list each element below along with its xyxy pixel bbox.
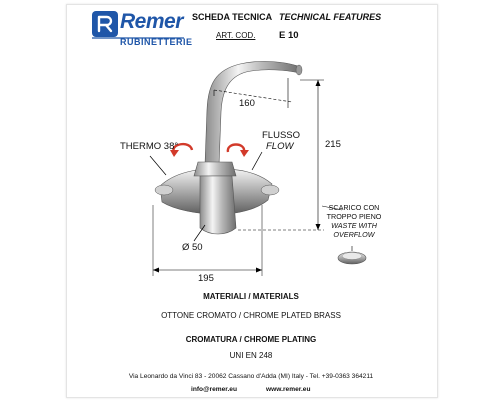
waste-label: SCARICO CON TROPPO PIENO WASTE WITH OVER… bbox=[322, 203, 386, 239]
dimension-label-base: Ø 50 bbox=[182, 242, 203, 253]
company-logo-subtitle: RUBINETTERIE bbox=[120, 37, 193, 47]
base-leader-line bbox=[193, 224, 206, 242]
faucet-body bbox=[154, 161, 280, 235]
plating-value: UNI EN 248 bbox=[229, 351, 273, 360]
flow-leader-line bbox=[251, 151, 263, 171]
thermo-leader-line bbox=[149, 155, 167, 176]
company-logo: Remer bbox=[120, 10, 183, 33]
waste-label-line-2: TROPPO PIENO bbox=[326, 212, 382, 221]
article-code-value: E 10 bbox=[279, 30, 299, 41]
article-code-label: ART. COD. bbox=[216, 31, 256, 40]
materials-value: OTTONE CROMATO / CHROME PLATED BRASS bbox=[161, 311, 341, 320]
title-italian: SCHEDA TECNICA bbox=[192, 12, 273, 22]
company-address: Via Leonardo da Vinci 83 - 20062 Cassano… bbox=[128, 373, 374, 380]
plating-title: CROMATURA / CHROME PLATING bbox=[185, 335, 317, 344]
thermo-label: THERMO 38° bbox=[120, 141, 179, 152]
materials-title: MATERIALI / MATERIALS bbox=[203, 292, 299, 301]
waste-label-line-1: SCARICO CON bbox=[328, 203, 380, 212]
flow-label-english: FLOW bbox=[266, 141, 294, 152]
flow-label-italian: FLUSSO bbox=[262, 130, 301, 141]
thermo-rotation-arrow-icon bbox=[170, 142, 194, 157]
waste-label-line-3: WASTE WITH bbox=[331, 221, 377, 230]
waste-label-line-4: OVERFLOW bbox=[333, 230, 375, 239]
faucet-spout bbox=[204, 61, 303, 166]
dimension-line-215 bbox=[238, 79, 324, 231]
dimension-label-height: 215 bbox=[325, 139, 341, 150]
dimension-label-width: 195 bbox=[198, 273, 214, 284]
title-english: TECHNICAL FEATURES bbox=[279, 12, 382, 22]
company-website: www.remer.eu bbox=[266, 386, 311, 393]
dimension-label-spout: 160 bbox=[239, 98, 255, 109]
dimension-line-160 bbox=[213, 78, 293, 108]
logo-emblem-icon bbox=[92, 11, 118, 37]
dimension-line-195 bbox=[152, 205, 263, 276]
company-email: info@remer.eu bbox=[191, 386, 238, 393]
flow-rotation-arrow-icon bbox=[226, 143, 249, 157]
waste-overflow-fitting bbox=[321, 205, 367, 265]
